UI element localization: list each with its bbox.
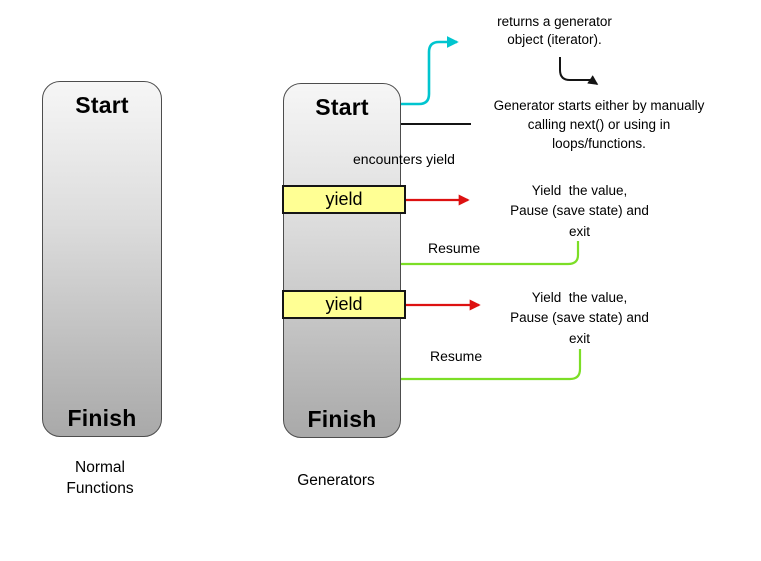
generator-starts-note: Generator starts either by manually call… (493, 98, 705, 152)
yield-pause-note-2: Yield the value, Pause (save state) and … (510, 290, 649, 346)
resume-label-1: Resume (428, 240, 481, 256)
generator-finish-label: Finish (307, 406, 377, 432)
encounters-yield-label: encounters yield (353, 151, 455, 167)
normal-start-label: Start (75, 92, 129, 118)
yield-box-1: yield (282, 185, 406, 214)
returns-generator-note: returns a generator object (iterator). (497, 14, 612, 47)
yield-box-2: yield (282, 290, 406, 319)
normal-finish-label: Finish (67, 405, 137, 431)
resume-label-2: Resume (430, 348, 483, 364)
generator-start-label: Start (315, 94, 369, 120)
note-to-note-arrow (559, 57, 599, 85)
yield-pause-note-1: Yield the value, Pause (save state) and … (510, 183, 649, 239)
normal-function-box: Start Finish (42, 81, 162, 437)
generators-caption: Generators (297, 472, 375, 489)
normal-functions-caption: Normal Functions (66, 459, 134, 497)
generator-box: Start Finish (283, 83, 401, 438)
